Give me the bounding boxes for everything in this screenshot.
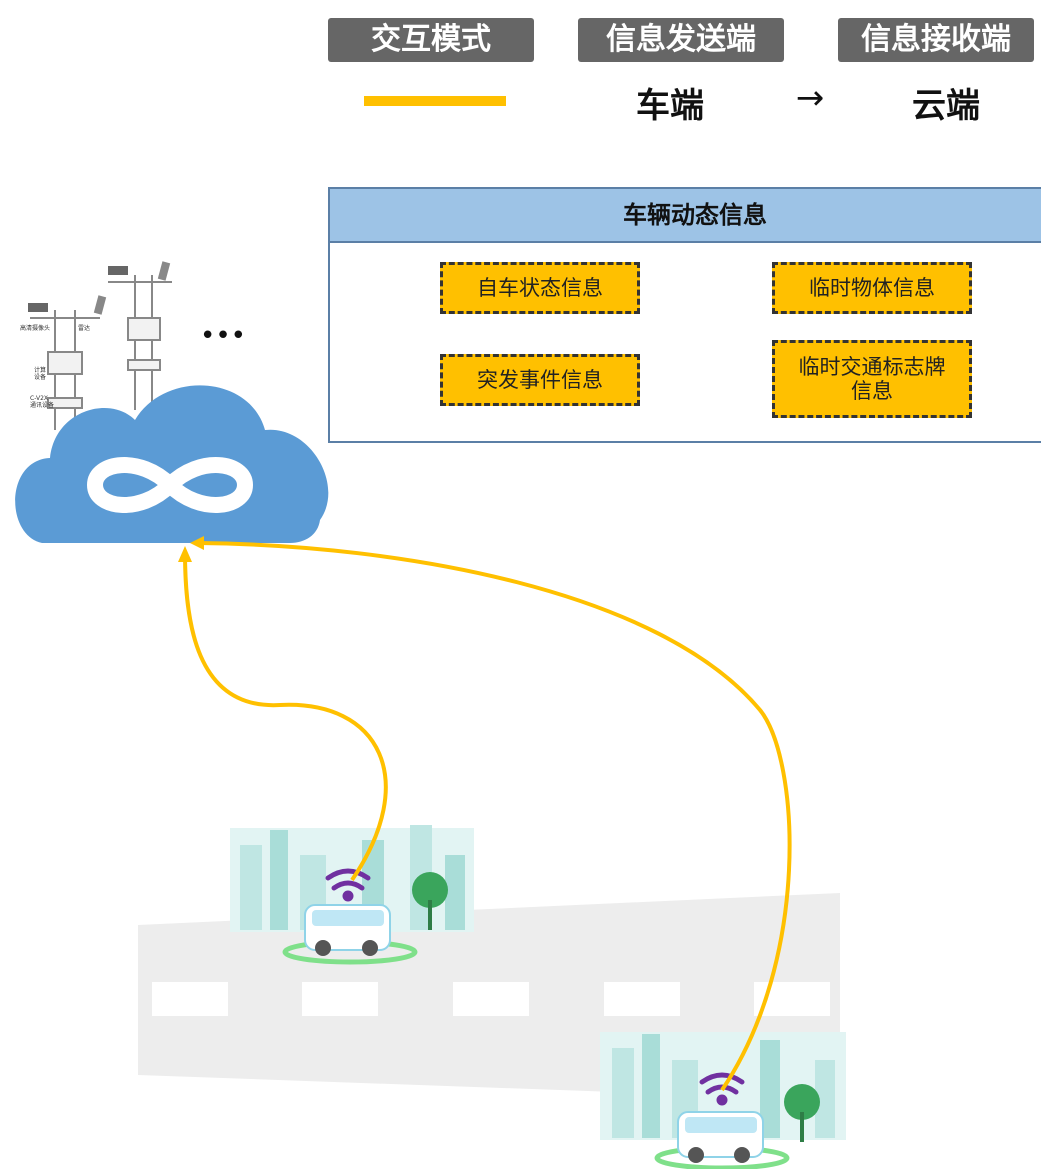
sender-label: 信息发送端 xyxy=(578,18,784,62)
info-box-temp-object: 临时物体信息 xyxy=(772,262,972,314)
connector-legend-line xyxy=(364,96,506,106)
infinity-icon xyxy=(86,457,254,513)
wifi-icon xyxy=(325,868,371,902)
roadside-units xyxy=(30,275,172,430)
camera-label: 高清摄像头 xyxy=(20,324,50,332)
radar-icon xyxy=(93,261,171,315)
legend-arrow: → xyxy=(795,78,825,118)
compute-label: 计算设备 xyxy=(34,366,46,381)
info-box-temp-traffic-sign: 临时交通标志牌 信息 xyxy=(772,340,972,418)
panel-title: 车辆动态信息 xyxy=(330,189,1041,243)
arrowhead xyxy=(190,536,204,550)
info-box-ego-status: 自车状态信息 xyxy=(440,262,640,314)
radar-label: 雷达 xyxy=(78,324,90,332)
autonomous-vehicle-1 xyxy=(282,904,418,965)
camera-icon xyxy=(28,266,128,312)
interaction-mode-label: 交互模式 xyxy=(328,18,534,62)
more-rsu-ellipsis: ••• xyxy=(200,321,246,351)
autonomous-vehicle-2 xyxy=(654,1111,790,1169)
legend-receiver: 云端 xyxy=(912,86,980,126)
connector-vehicle1-to-cloud xyxy=(183,551,388,882)
arrowhead xyxy=(178,546,192,562)
info-box-emergency-event: 突发事件信息 xyxy=(440,354,640,406)
receiver-label: 信息接收端 xyxy=(838,18,1034,62)
tree-icon xyxy=(412,872,820,1142)
legend-sender: 车端 xyxy=(636,86,704,126)
connector-vehicle2-to-cloud xyxy=(197,541,792,1092)
cloud xyxy=(15,385,329,543)
